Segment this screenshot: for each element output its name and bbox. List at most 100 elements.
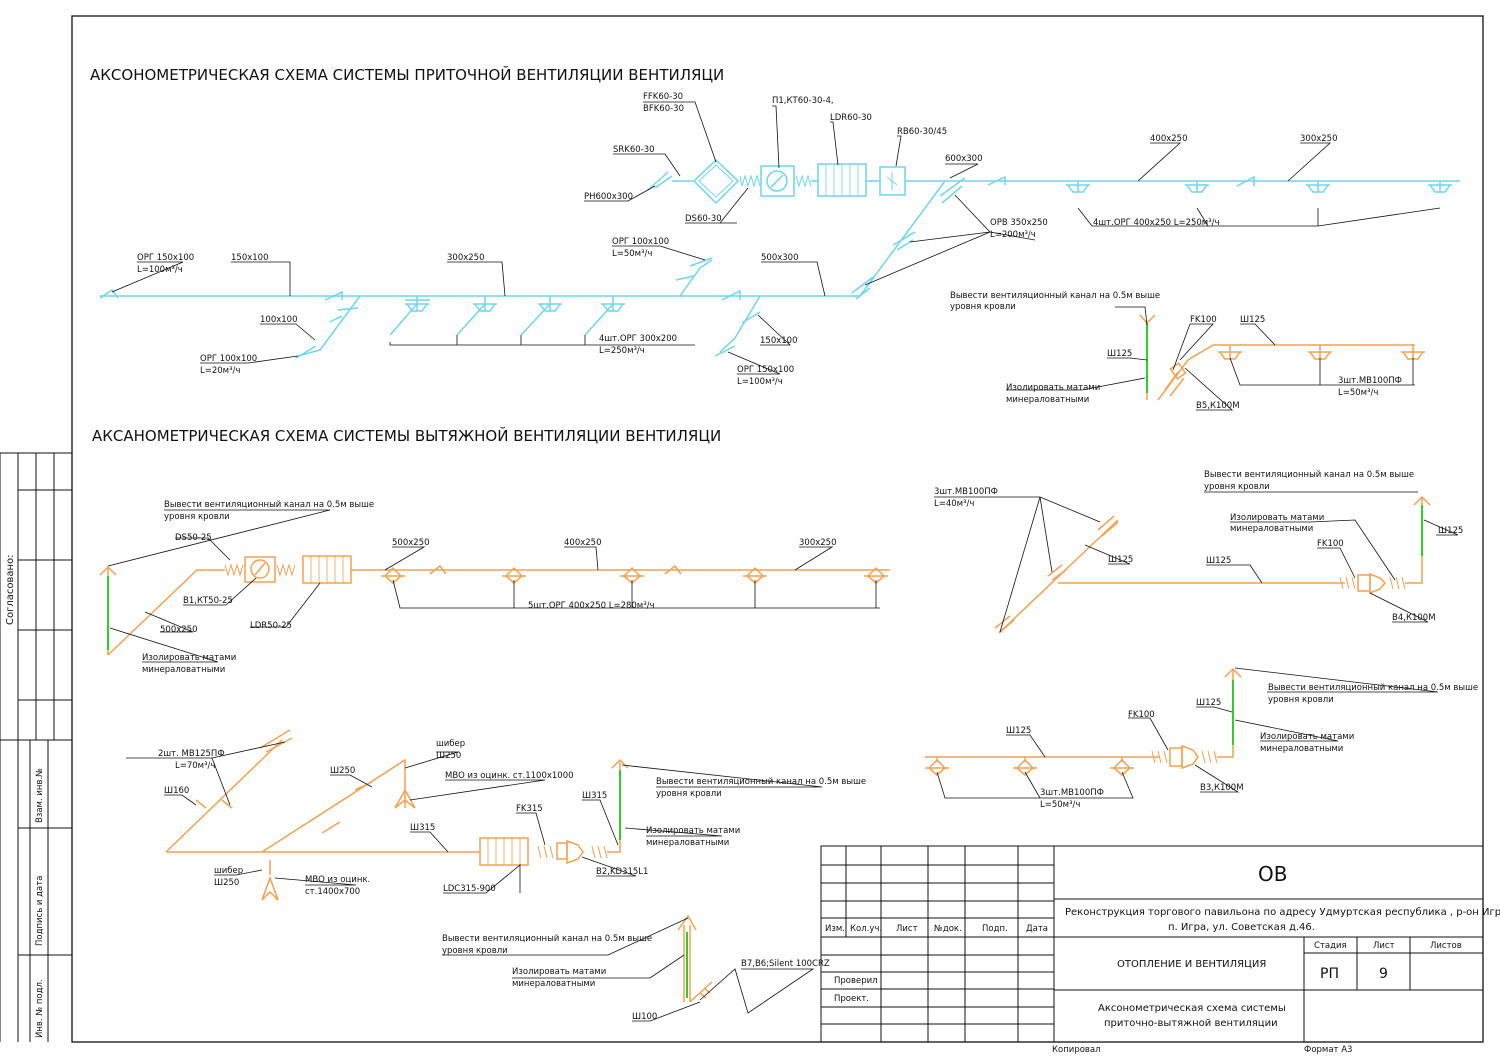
label-ffk: FFK60-30 bbox=[643, 92, 683, 102]
b6-ins-1: Изолировать матами bbox=[512, 967, 606, 977]
b1-labels: Вывести вентиляционный канал на 0.5м выш… bbox=[142, 500, 836, 675]
label-org100: ОРГ 100х100 bbox=[612, 237, 669, 247]
stamp-list-header: Лист bbox=[1373, 941, 1395, 951]
stamp-stage-header: Стадия bbox=[1314, 941, 1347, 951]
stamp-desc-1: Аксонометрическая схема системы bbox=[1098, 1003, 1286, 1014]
stamp-code: ОВ bbox=[1258, 862, 1287, 886]
leader-lines bbox=[107, 101, 1459, 1022]
b5-mv-flow: L=50м³/ч bbox=[1338, 388, 1378, 398]
stamp-list: Лист bbox=[896, 924, 918, 934]
title-supply: АКСОНОМЕТРИЧЕСКАЯ СХЕМА СИСТЕМЫ ПРИТОЧНО… bbox=[90, 65, 724, 84]
b3-sh125b: Ш125 bbox=[1006, 726, 1031, 736]
b4-sh125c: Ш125 bbox=[1206, 556, 1231, 566]
title-block-text: ОВ Реконструкция торгового павильона по … bbox=[825, 862, 1500, 1055]
b2-labels: 2шт. МВ125ПФ L=70м³/ч шибер Ш250 Ш250 МВ… bbox=[158, 739, 866, 897]
b5-unit: В5,К100М bbox=[1196, 401, 1240, 411]
label-rn: РН600х300 bbox=[584, 192, 633, 202]
supply-system bbox=[99, 158, 1460, 359]
label-orv-flow: L=200м³/ч bbox=[990, 230, 1036, 240]
label-rb: RB60-30/45 bbox=[897, 127, 947, 137]
b2-sh250c: Ш250 bbox=[214, 878, 239, 888]
b2-roof-1: Вывести вентиляционный канал на 0.5м выш… bbox=[656, 777, 866, 787]
b2-system bbox=[165, 729, 629, 901]
b2-sh315b: Ш315 bbox=[410, 823, 435, 833]
b4-mv-flow: L=40м³/ч bbox=[934, 499, 974, 509]
b2-ldc: LDC315-900 bbox=[443, 884, 496, 894]
b3-ins-1: Изолировать матами bbox=[1260, 732, 1354, 742]
b5-roof-1: Вывести вентиляционный канал на 0.5м выш… bbox=[950, 291, 1160, 301]
b2-mvo2a: МВО из оцинк. bbox=[305, 875, 370, 885]
stamp-section: ОТОПЛЕНИЕ И ВЕНТИЛЯЦИЯ bbox=[1117, 959, 1266, 970]
b2-sh250b: Ш250 bbox=[330, 766, 355, 776]
label-500x300: 500х300 bbox=[761, 253, 798, 263]
b4-mv: 3шт.МВ100ПФ bbox=[934, 487, 998, 497]
b4-sh125b: Ш125 bbox=[1438, 526, 1463, 536]
b4-sh125a: Ш125 bbox=[1108, 555, 1133, 565]
b3-mv-flow: L=50м³/ч bbox=[1040, 800, 1080, 810]
b6-labels: Вывести вентиляционный канал на 0.5м выш… bbox=[442, 934, 830, 1022]
stamp-listov-header: Листов bbox=[1430, 941, 1462, 951]
stamp-copied: Копировал bbox=[1052, 1045, 1101, 1055]
b2-mvo1: МВО из оцинк. ст.1100х1000 bbox=[445, 771, 574, 781]
b6-system bbox=[677, 914, 713, 1003]
b1-500x250b: 500х250 bbox=[160, 625, 197, 635]
b1-roof-1: Вывести вентиляционный канал на 0.5м выш… bbox=[164, 500, 374, 510]
b6-roof-2: уровня кровли bbox=[442, 946, 508, 956]
label-600x300: 600х300 bbox=[945, 154, 982, 164]
label-orv: ОРВ 350х250 bbox=[990, 218, 1048, 228]
agreed-label: Согласовано: bbox=[5, 554, 16, 625]
label-org4: 4шт.ОРГ 400х250 L=250м³/ч bbox=[1093, 218, 1220, 228]
stamp-izm: Изм. bbox=[825, 924, 845, 934]
b2-sh160: Ш160 bbox=[164, 786, 189, 796]
b6-ins-2: минераловатными bbox=[512, 979, 595, 989]
label-org100-flow: L=50м³/ч bbox=[612, 249, 652, 259]
b1-unit: В1,КТ50-25 bbox=[183, 596, 233, 606]
label-ds: DS60-30 bbox=[685, 214, 722, 224]
stamp-koluch: Кол.уч. bbox=[850, 924, 882, 934]
b2-mv: 2шт. МВ125ПФ bbox=[158, 749, 225, 759]
b2-mv-flow: L=70м³/ч bbox=[175, 761, 215, 771]
b1-400x250: 400х250 bbox=[564, 538, 601, 548]
b3-fk: FK100 bbox=[1128, 710, 1155, 720]
label-org150b-flow: L=100м³/ч bbox=[737, 377, 783, 387]
b4-ins-1: Изолировать матами bbox=[1230, 513, 1324, 523]
label-org100b: ОРГ 100х100 bbox=[200, 354, 257, 364]
label-bfk: BFK60-30 bbox=[643, 104, 684, 114]
b3-roof-2: уровня кровли bbox=[1268, 695, 1334, 705]
stamp-desc-2: приточно-вытяжной вентиляции bbox=[1104, 1018, 1278, 1029]
stamp-ndok: №док. bbox=[934, 924, 962, 934]
stamp-podp: Подп. bbox=[982, 924, 1008, 934]
b1-ins-1: Изолировать матами bbox=[142, 653, 236, 663]
b6-sh100: Ш100 bbox=[632, 1012, 657, 1022]
label-org150: ОРГ 150х100 bbox=[137, 253, 194, 263]
b5-mv: 3шт.МВ100ПФ bbox=[1338, 376, 1402, 386]
label-150x100: 150х100 bbox=[231, 253, 268, 263]
b5-sh125a: Ш125 bbox=[1240, 315, 1265, 325]
label-300x250-low: 300х250 bbox=[447, 253, 484, 263]
b5-labels: Вывести вентиляционный канал на 0.5м выш… bbox=[950, 291, 1402, 411]
b3-sh125a: Ш125 bbox=[1196, 698, 1221, 708]
b4-system bbox=[994, 495, 1431, 634]
b3-ins-2: минераловатными bbox=[1260, 744, 1343, 754]
b4-roof-1: Вывести вентиляционный канал на 0.5м выш… bbox=[1204, 470, 1414, 480]
stamp-project-1: Реконструкция торгового павильона по адр… bbox=[1065, 907, 1500, 918]
stamp-checked: Проверил bbox=[834, 976, 878, 986]
b1-ldr: LDR50-25 bbox=[250, 621, 292, 631]
stamp-data: Дата bbox=[1026, 924, 1048, 934]
b2-sh315a: Ш315 bbox=[582, 791, 607, 801]
b3-system bbox=[924, 667, 1242, 776]
label-org4b-flow: L=250м³/ч bbox=[599, 346, 645, 356]
b5-fk: FK100 bbox=[1190, 315, 1217, 325]
b2-shiber: шибер bbox=[436, 739, 465, 749]
b5-ins-1: Изолировать матами bbox=[1006, 383, 1100, 393]
b1-ds: DS50-25 bbox=[175, 533, 212, 543]
title-block bbox=[820, 845, 1484, 1043]
b1-org5: 5шт.ОРГ 400х250 L=280м³/ч bbox=[528, 601, 655, 611]
b2-fk: FK315 bbox=[516, 804, 543, 814]
b1-500x250: 500х250 bbox=[392, 538, 429, 548]
b5-sh125b: Ш125 bbox=[1107, 349, 1132, 359]
stamp-stage: РП bbox=[1320, 966, 1339, 982]
b4-labels: 3шт.МВ100ПФ L=40м³/ч Ш125 Вывести вентил… bbox=[934, 470, 1463, 623]
b1-system bbox=[99, 555, 890, 656]
